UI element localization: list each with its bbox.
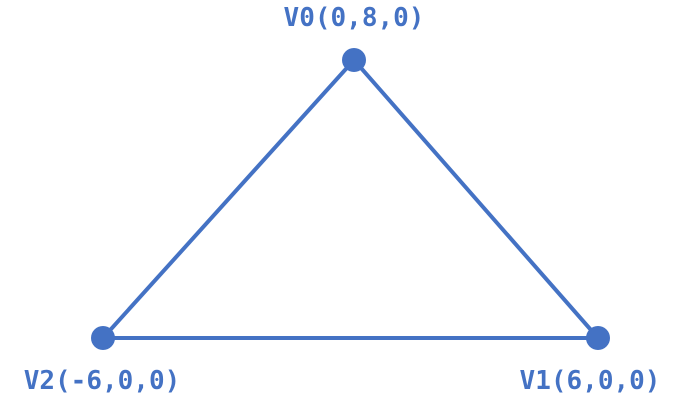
- vertex-labels: V0(0,8,0) V1(6,0,0) V2(-6,0,0): [24, 3, 661, 396]
- vertex-v2-point: [91, 326, 115, 350]
- vertex-v0-label: V0(0,8,0): [284, 3, 425, 33]
- edge-v2-v0: [101, 58, 356, 340]
- triangle-edges: [101, 58, 600, 340]
- triangle-vertices: [91, 48, 610, 350]
- edge-v0-v1: [352, 58, 600, 340]
- vertex-v1-point: [586, 326, 610, 350]
- vertex-v2-label: V2(-6,0,0): [24, 366, 181, 396]
- vertex-v1-label: V1(6,0,0): [520, 366, 661, 396]
- vertex-v0-point: [342, 48, 366, 72]
